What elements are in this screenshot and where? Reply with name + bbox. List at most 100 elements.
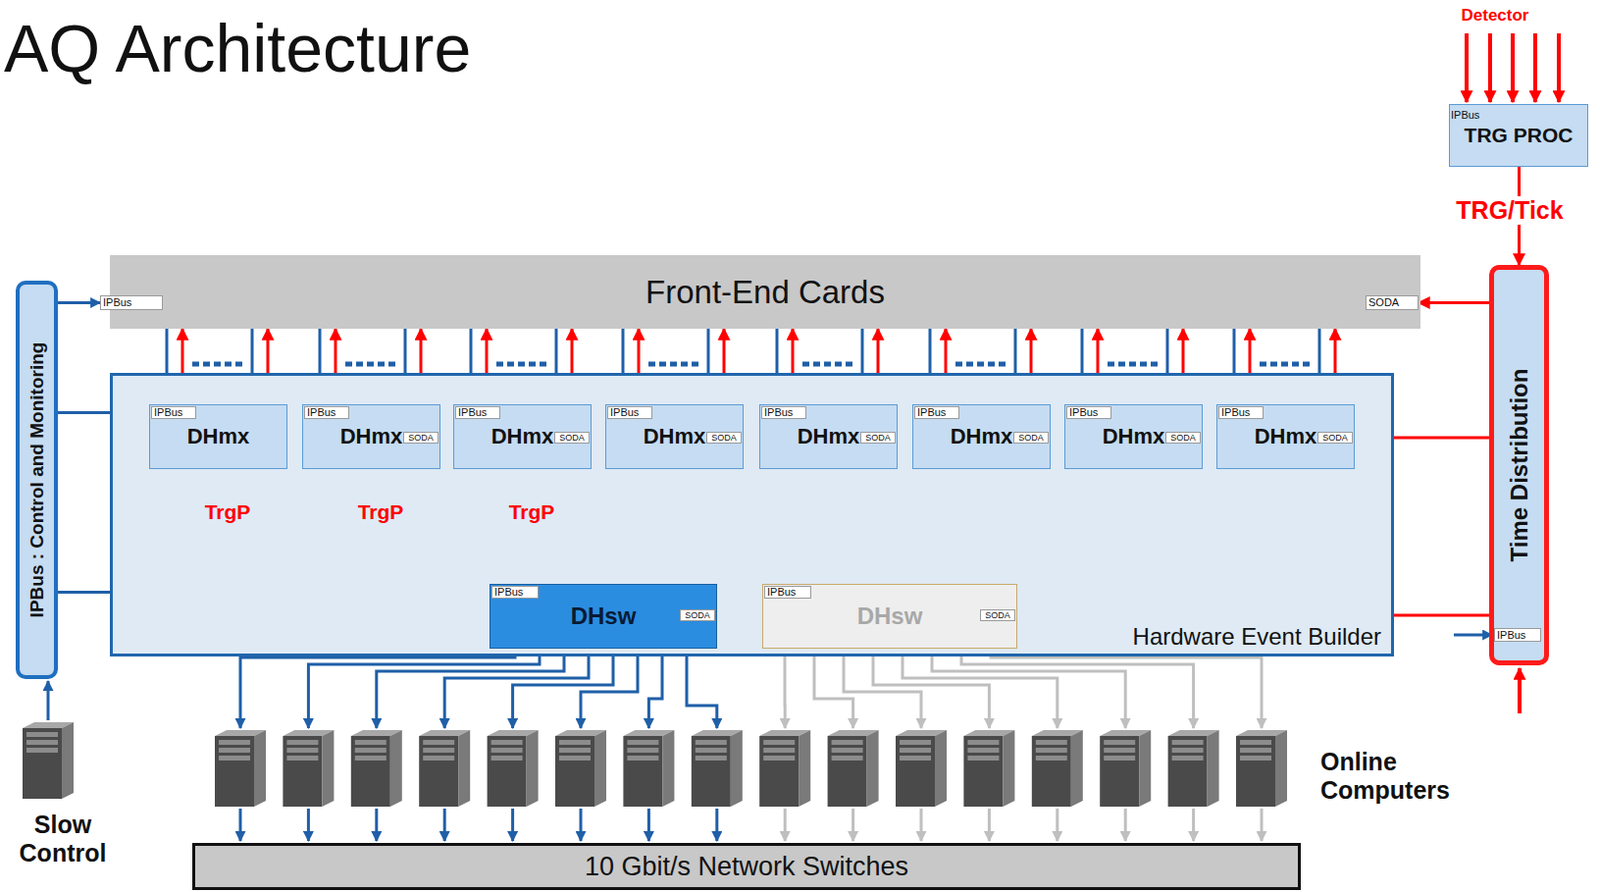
port-tag: IPBus bbox=[491, 585, 539, 599]
computer-icon bbox=[22, 722, 74, 799]
drive-bay bbox=[1172, 755, 1204, 761]
process-box: DHmxIPBusSODA bbox=[453, 404, 592, 469]
drive-bay bbox=[695, 739, 727, 745]
computer-front bbox=[487, 735, 527, 807]
computer-front bbox=[691, 735, 731, 807]
drive-bay bbox=[695, 747, 727, 753]
box-label: IPBus : Control and Monitoring bbox=[26, 342, 49, 619]
drive-bay bbox=[1035, 747, 1068, 753]
drive-bay bbox=[899, 755, 931, 761]
switch-box: DHswIPBusSODA bbox=[489, 583, 718, 649]
computer-side bbox=[594, 729, 607, 807]
computer-front bbox=[214, 735, 255, 807]
computer-icon bbox=[282, 729, 334, 807]
computer-side bbox=[798, 729, 811, 807]
computer-side bbox=[662, 729, 674, 807]
computer-front bbox=[759, 735, 799, 807]
device-label: Slow Control bbox=[8, 810, 117, 868]
data-link bbox=[376, 648, 565, 728]
drive-bay bbox=[1103, 755, 1136, 761]
port-tag: SODA bbox=[706, 431, 742, 444]
drive-bay bbox=[422, 755, 455, 761]
port-tag: IPBus bbox=[914, 406, 960, 419]
port-label: SODA bbox=[865, 433, 891, 443]
computer-icon bbox=[555, 729, 607, 807]
process-box: DHmx IPBusSODA bbox=[605, 404, 744, 469]
port-label: SODA bbox=[1018, 433, 1044, 443]
process-box: DHmxIPBusSODA bbox=[912, 404, 1051, 469]
switch-box: DHswIPBusSODA bbox=[762, 583, 1018, 649]
drive-bay bbox=[1172, 739, 1204, 745]
drive-bay bbox=[626, 755, 659, 761]
computer-icon bbox=[895, 729, 947, 807]
drive-bay bbox=[899, 739, 931, 745]
box-label: DHmx bbox=[491, 423, 555, 450]
ellipsis-dashes bbox=[1259, 361, 1313, 367]
computer-front bbox=[351, 735, 391, 807]
time-distribution-bar: Time DistributionIPBus bbox=[1489, 264, 1549, 666]
front-end-band: Front-End CardsIPBusSODA bbox=[109, 255, 1421, 329]
drive-bay bbox=[1035, 739, 1068, 745]
signal-arrow bbox=[1464, 33, 1469, 103]
computer-side bbox=[1002, 729, 1015, 807]
port-label: IPBus bbox=[1221, 407, 1250, 418]
port-label: IPBus bbox=[764, 407, 793, 418]
port-label: SODA bbox=[684, 611, 711, 620]
computer-icon bbox=[827, 729, 879, 807]
ellipsis-dashes bbox=[802, 361, 856, 367]
computer-side bbox=[458, 729, 470, 807]
ellipsis-dashes bbox=[345, 361, 399, 367]
drive-bay bbox=[695, 755, 727, 761]
data-link bbox=[580, 648, 638, 728]
network-link bbox=[920, 808, 924, 841]
signal-arrow bbox=[1556, 33, 1561, 103]
network-link bbox=[443, 808, 447, 841]
port-tag: IPBus bbox=[607, 406, 653, 419]
drive-bay bbox=[218, 755, 251, 761]
network-link bbox=[239, 808, 243, 841]
drive-bay bbox=[1103, 739, 1136, 745]
drive-bay bbox=[1239, 755, 1272, 761]
network-link bbox=[374, 808, 378, 841]
network-link bbox=[307, 808, 310, 841]
box-label: DHmx bbox=[1102, 423, 1166, 450]
box-label: Front-End Cards bbox=[645, 273, 885, 311]
computer-icon bbox=[691, 729, 743, 807]
box-label: TRG PROC bbox=[1464, 123, 1574, 148]
port-label: SODA bbox=[984, 611, 1011, 620]
network-link bbox=[579, 808, 583, 841]
drive-bay bbox=[355, 739, 387, 745]
network-link bbox=[647, 808, 651, 841]
port-tag: IPBus bbox=[761, 406, 807, 419]
process-box: DHmxIPBusSODA bbox=[1216, 404, 1355, 469]
port-tag: SODA bbox=[860, 431, 896, 444]
port-tag: IPBus bbox=[1494, 627, 1542, 642]
signal-label: Detector bbox=[1461, 5, 1530, 26]
signal-arrow bbox=[1533, 33, 1538, 103]
drive-bay bbox=[26, 747, 58, 753]
data-link bbox=[843, 648, 922, 728]
drive-bay bbox=[559, 739, 591, 745]
data-link bbox=[444, 648, 589, 728]
port-tag: SODA bbox=[679, 609, 716, 621]
drive-bay bbox=[26, 739, 58, 745]
computer-front bbox=[1099, 735, 1139, 807]
port-tag: IPBus bbox=[1218, 406, 1264, 419]
process-box: DHmxIPBusSODA bbox=[759, 404, 898, 469]
data-link bbox=[783, 648, 787, 728]
process-box: TRG PROCIPBus bbox=[1448, 103, 1589, 167]
drive-bay bbox=[831, 747, 864, 753]
network-link bbox=[783, 808, 787, 841]
box-label: DHmx bbox=[187, 423, 251, 450]
port-label: IPBus bbox=[307, 407, 336, 418]
computer-side bbox=[254, 729, 266, 807]
drive-bay bbox=[899, 747, 931, 753]
drive-bay bbox=[1172, 747, 1204, 753]
drive-bay bbox=[967, 739, 999, 745]
box-label: DHmx bbox=[643, 423, 707, 450]
drive-bay bbox=[763, 739, 795, 745]
drive-bay bbox=[422, 747, 455, 753]
port-tag: IPBus bbox=[100, 295, 163, 310]
port-tag: SODA bbox=[403, 431, 439, 444]
port-label: IPBus bbox=[767, 586, 796, 598]
